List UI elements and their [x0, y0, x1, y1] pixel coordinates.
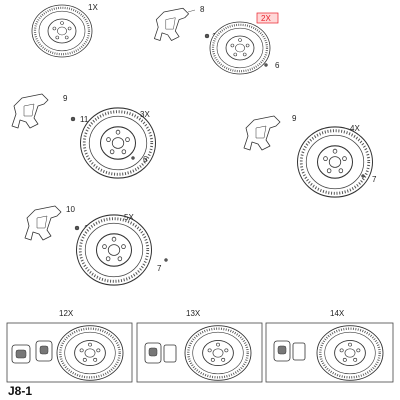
brake-pad-set-14 [273, 340, 306, 362]
dust-shield-9b [243, 115, 281, 151]
screw-11b-icon [70, 116, 76, 122]
bolt-6a-icon [264, 63, 268, 67]
screw-11c-icon [74, 225, 80, 231]
highlight-box-2x [256, 12, 279, 24]
part-label-2x: 2X [261, 14, 271, 23]
brake-disc-1 [30, 3, 94, 59]
bolt-7a-icon [361, 174, 365, 178]
part-label-12x: 12X [59, 309, 74, 318]
part-label-5x: 5X [124, 213, 134, 222]
brake-disc-12 [55, 324, 125, 382]
kit-box-14 [265, 322, 394, 383]
screw-11a-icon [204, 33, 210, 39]
callout-6a: 6 [275, 61, 280, 70]
part-label-4x: 4X [350, 124, 360, 133]
dust-shield-8 [154, 7, 189, 41]
brake-pad-set-13 [144, 342, 177, 364]
bolt-6b-icon [131, 156, 135, 160]
kit-box-12 [6, 322, 133, 383]
brake-disc-4 [296, 125, 374, 199]
page-label: J8-1 [8, 384, 32, 398]
callout-7a: 7 [372, 175, 377, 184]
callout-7b: 7 [157, 264, 162, 273]
part-label-3x: 3X [140, 110, 150, 119]
dust-shield-10 [24, 205, 62, 241]
bolt-7b-icon [164, 258, 168, 262]
callout-10: 10 [66, 205, 75, 214]
brake-disc-2 [208, 20, 272, 76]
dust-shield-9a [11, 93, 49, 129]
brake-disc-13 [183, 324, 253, 382]
callout-11b: 11 [80, 115, 89, 124]
brake-disc-5 [75, 213, 153, 287]
brake-pad-set-12 [11, 340, 53, 364]
callout-9b: 9 [292, 114, 297, 123]
callout-9a: 9 [63, 94, 68, 103]
part-label-13x: 13X [186, 309, 201, 318]
part-label-14x: 14X [330, 309, 345, 318]
callout-6b: 6 [143, 155, 148, 164]
kit-box-13 [136, 322, 263, 383]
part-label-1x: 1X [88, 3, 98, 12]
brake-disc-14 [315, 324, 385, 382]
callout-8: 8 [200, 5, 205, 14]
